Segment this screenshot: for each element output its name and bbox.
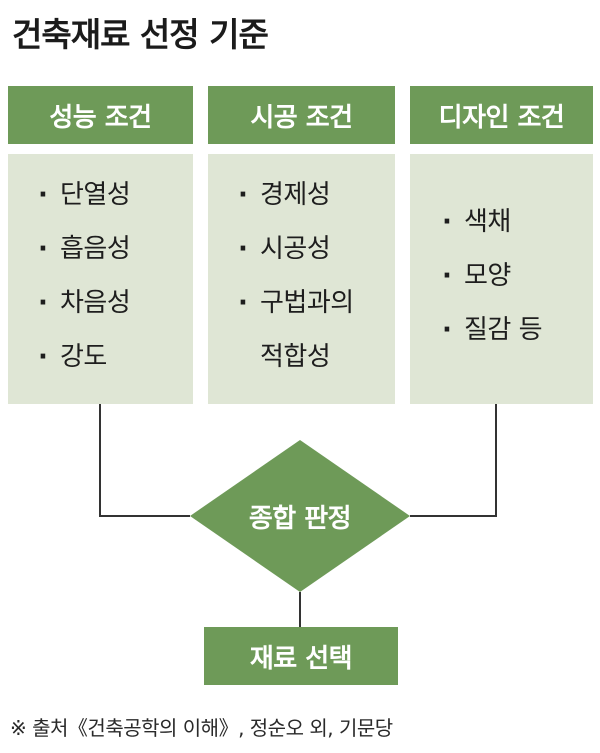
header-construction: 시공 조건 xyxy=(208,86,395,144)
source-note: ※ 출처《건축공학의 이해》, 정순오 외, 기문당 xyxy=(10,716,393,740)
result-box: 재료 선택 xyxy=(204,627,398,685)
panel-construction: ·경제성 ·시공성 ·구법과의 적합성 xyxy=(208,154,395,404)
bullet-icon: · xyxy=(38,234,48,264)
list-item: ·강도 xyxy=(38,330,193,384)
bullet-icon: · xyxy=(38,288,48,318)
bullet-icon: · xyxy=(442,207,452,237)
list-item: ·구법과의 xyxy=(238,276,395,330)
bullet-icon: · xyxy=(238,288,248,318)
list-item: ·질감 등 xyxy=(442,303,593,357)
bullet-icon: · xyxy=(38,342,48,372)
bullet-icon: · xyxy=(442,261,452,291)
list-item: ·시공성 xyxy=(238,222,395,276)
decision-label: 종합 판정 xyxy=(248,503,352,534)
diagram-title: 건축재료 선정 기준 xyxy=(12,15,269,54)
list-item: ·모양 xyxy=(442,249,593,303)
panel-performance: ·단열성 ·흡음성 ·차음성 ·강도 xyxy=(8,154,193,404)
bullet-icon: · xyxy=(442,315,452,345)
bullet-icon: · xyxy=(38,180,48,210)
list-item: ·차음성 xyxy=(38,276,193,330)
connector-left xyxy=(99,404,190,517)
panel-design: ·색채 ·모양 ·질감 등 xyxy=(410,154,593,404)
list-item: ·경제성 xyxy=(238,168,395,222)
connector-right xyxy=(410,404,497,517)
list-item: ·흡음성 xyxy=(38,222,193,276)
decision-diamond xyxy=(190,440,410,592)
list-item: ·색채 xyxy=(442,195,593,249)
bullet-icon: · xyxy=(238,180,248,210)
bullet-icon: · xyxy=(238,234,248,264)
list-item-continuation: 적합성 xyxy=(260,342,331,372)
header-performance: 성능 조건 xyxy=(8,86,193,144)
list-item: ·단열성 xyxy=(38,168,193,222)
header-design: 디자인 조건 xyxy=(410,86,593,144)
